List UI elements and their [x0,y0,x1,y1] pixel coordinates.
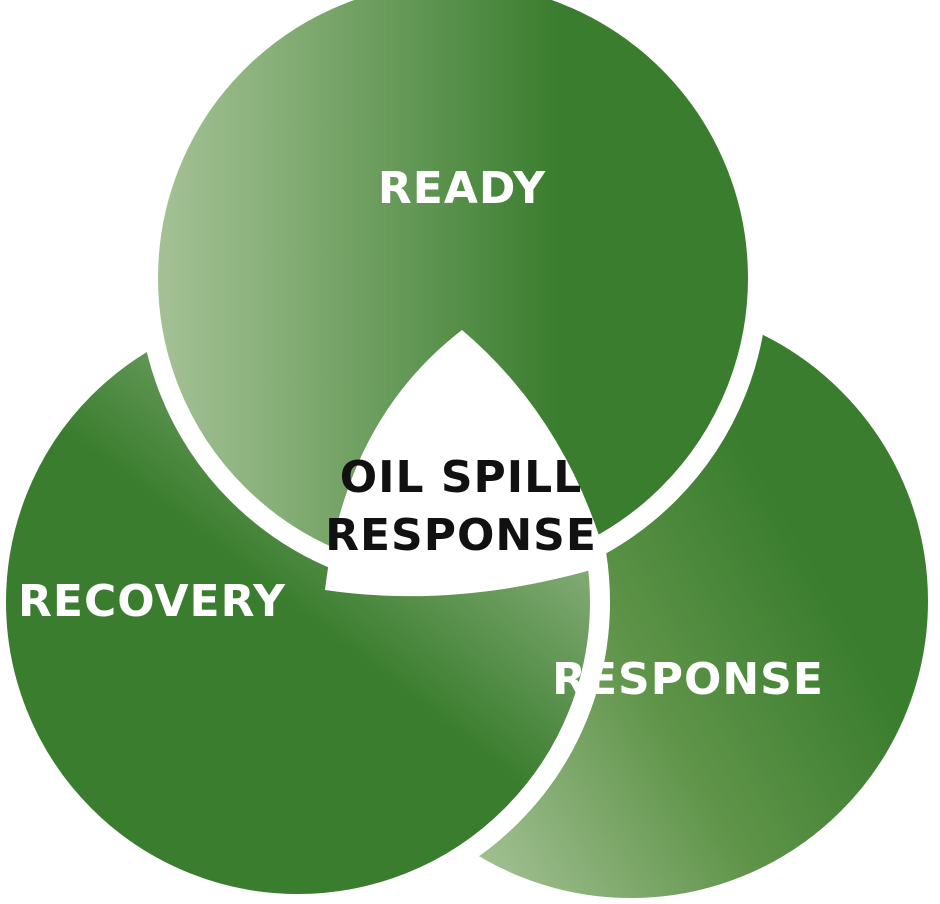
center-title-line1: OIL SPILL [340,452,583,503]
center-title-line2: RESPONSE [325,510,597,561]
center-region [325,330,608,597]
label-response: RESPONSE [552,654,824,705]
label-ready: READY [378,163,546,214]
label-recovery: RECOVERY [18,576,286,627]
